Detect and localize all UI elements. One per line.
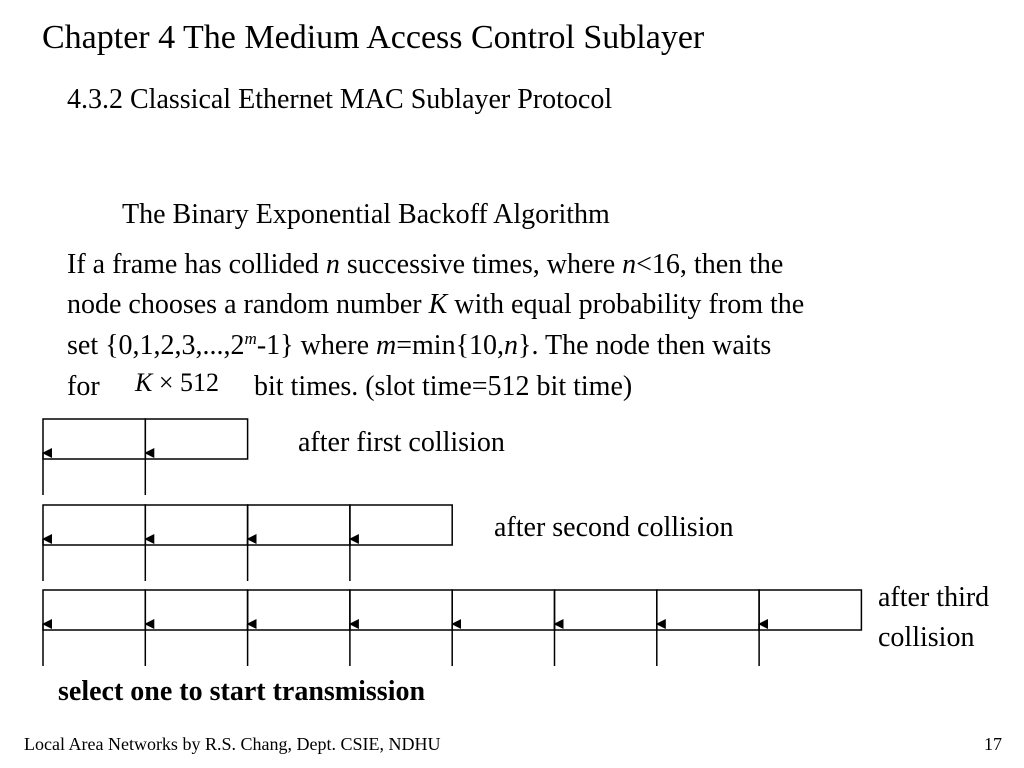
slot-row-first-collision (42, 418, 249, 495)
label-after-second-collision: after second collision (494, 512, 734, 543)
page-number: 17 (984, 734, 1002, 754)
slot-box (42, 504, 147, 546)
label-after-third-collision-line1: after third (878, 582, 990, 613)
slot-box (656, 589, 760, 631)
paragraph-line-2: node chooses a random number K with equa… (67, 289, 805, 320)
slot-box (246, 589, 351, 631)
backoff-formula: K × 512 (135, 368, 220, 397)
label-after-third-collision-line2: collision (878, 622, 975, 653)
slot-box (144, 418, 249, 460)
chapter-title: Chapter 4 The Medium Access Control Subl… (42, 19, 705, 56)
section-title: 4.3.2 Classical Ethernet MAC Sublayer Pr… (67, 84, 613, 115)
slot-box (144, 504, 249, 546)
slot-row-third-collision (42, 589, 863, 666)
slot-box (758, 589, 863, 631)
slot-box (246, 504, 351, 546)
algorithm-title: The Binary Exponential Backoff Algorithm (122, 199, 610, 230)
slot-box (42, 418, 147, 460)
bit-times-text: bit times. (slot time=512 bit time) (254, 371, 633, 402)
paragraph-line-4: for (67, 371, 100, 402)
slot-row-second-collision (42, 504, 453, 581)
paragraph-line-1: If a frame has collided n successive tim… (67, 249, 784, 280)
label-after-first-collision: after first collision (298, 427, 505, 458)
slot-box (451, 589, 556, 631)
slot-box (553, 589, 658, 631)
slot-box (349, 589, 453, 631)
slot-box (42, 589, 147, 631)
paragraph-line-3: set {0,1,2,3,...,2m-1} where m=min{10,n}… (67, 329, 772, 361)
footer-text: Local Area Networks by R.S. Chang, Dept.… (24, 734, 441, 754)
select-caption: select one to start transmission (58, 676, 426, 707)
slot-box (349, 504, 453, 546)
slot-box (144, 589, 249, 631)
